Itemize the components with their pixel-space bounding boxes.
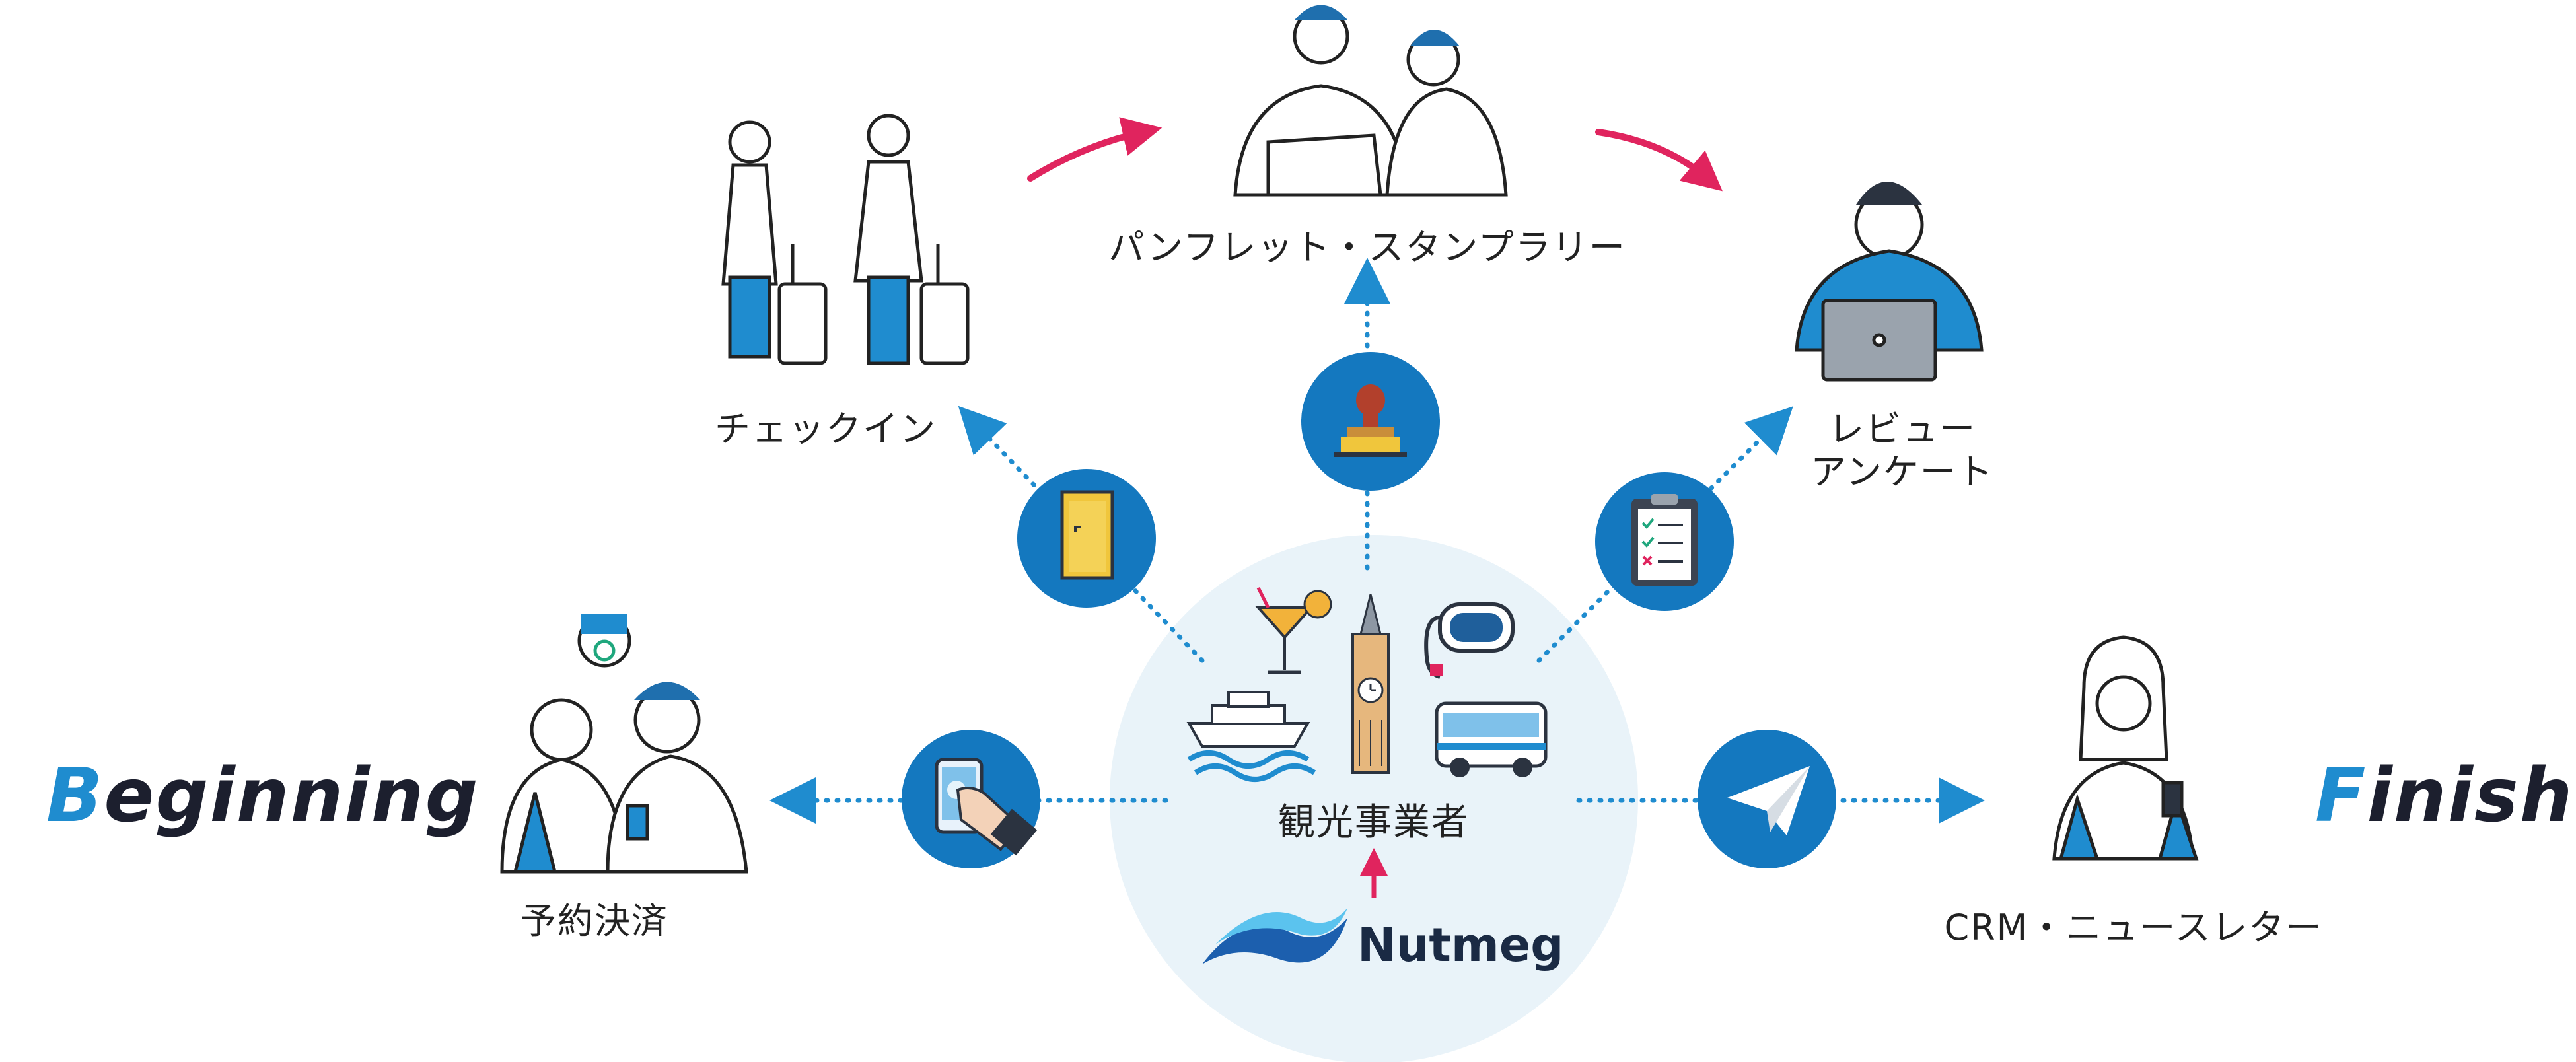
paper-plane-icon <box>1698 730 1836 868</box>
label-review-2: アンケート <box>1810 451 1994 493</box>
flow-arrow-1 <box>1027 117 1163 182</box>
flow-arrow-2 <box>1595 129 1723 192</box>
clock-tower-icon <box>1351 594 1390 774</box>
label-reservation: 予約決済 <box>520 900 668 942</box>
connector-checkin <box>958 406 1205 663</box>
label-pamphlet: パンフレット・スタンプラリー <box>1108 227 1626 268</box>
finish-rest: inish <box>2367 753 2574 839</box>
couple-pamphlet-illustration <box>1233 5 1508 197</box>
stamp-icon <box>1301 352 1440 491</box>
label-review-1: レビュー <box>1828 408 1976 450</box>
finish-label: Finish <box>2315 753 2573 839</box>
beginning-rest: eginning <box>104 753 480 839</box>
door-icon <box>1017 469 1156 608</box>
finish-initial: F <box>2315 753 2367 839</box>
nutmeg-logo-icon <box>1202 908 1347 964</box>
couple-phone-illustration <box>500 614 748 874</box>
woman-phone-illustration <box>2052 635 2199 861</box>
bus-icon <box>1435 701 1548 777</box>
tablet-touch-icon <box>902 730 1040 868</box>
laptop-man-illustration <box>1795 182 1984 382</box>
label-center: 観光事業者 <box>1278 801 1470 844</box>
beginning-initial: B <box>46 753 104 839</box>
label-crm: CRM・ニュースレター <box>1944 907 2323 948</box>
brand-nutmeg: Nutmeg <box>1357 918 1564 972</box>
cocktail-icon <box>1255 586 1332 674</box>
cruise-ship-icon <box>1186 691 1316 782</box>
label-checkin: チェックイン <box>715 408 937 450</box>
beginning-label: Beginning <box>46 753 480 839</box>
snorkel-mask-icon <box>1424 602 1515 679</box>
clipboard-checklist-icon <box>1595 472 1734 611</box>
travellers-suitcase-illustration <box>721 114 970 365</box>
